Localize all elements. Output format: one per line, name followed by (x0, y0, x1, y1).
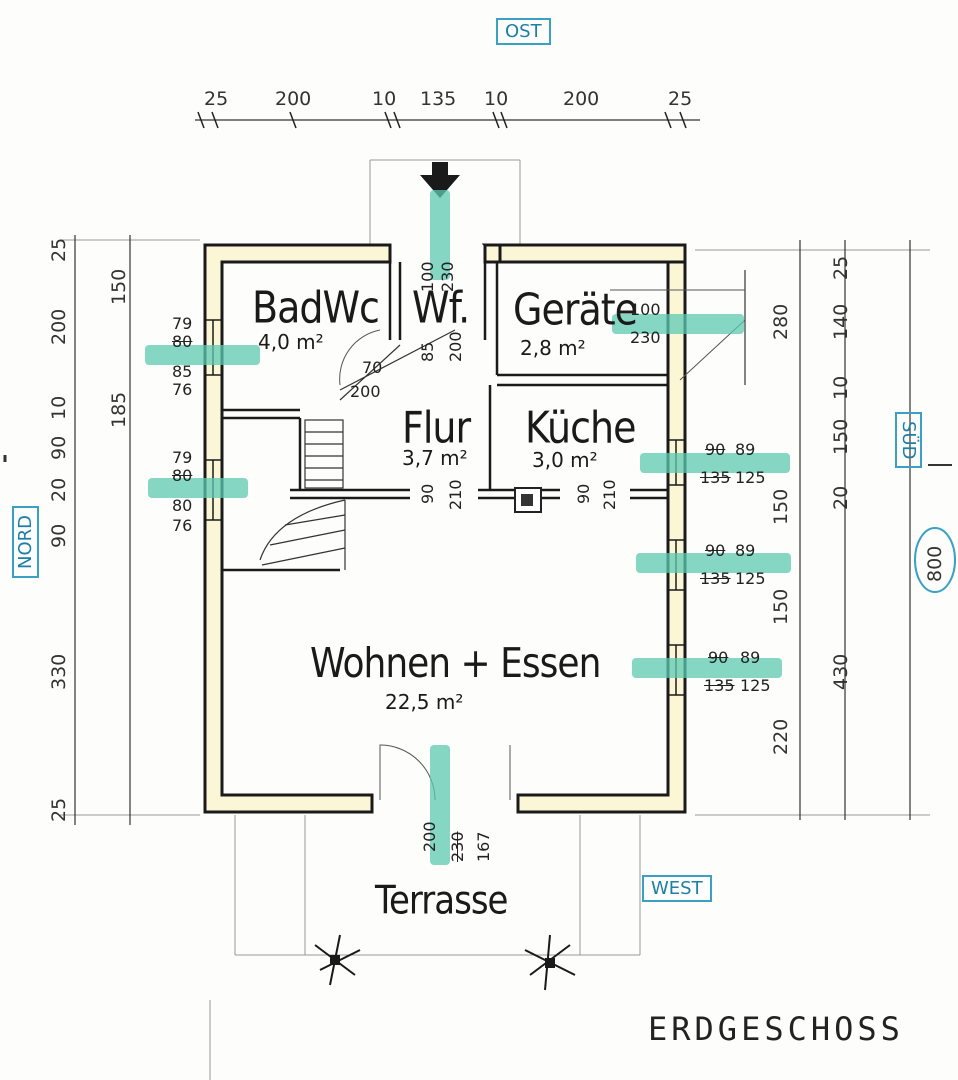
top-dim: 200 (275, 88, 312, 110)
right-outer-dim: 10 (830, 375, 852, 400)
room-kueche-name: Küche (525, 402, 636, 453)
kueche-door-val: 90 (574, 483, 593, 504)
wohn-win1-val: 135 (700, 569, 731, 588)
terrasse-name: Terrasse (375, 878, 508, 924)
kueche-win-val: 90 (705, 440, 726, 459)
south-label: SÜD (895, 412, 922, 469)
right-outer-dim: 150 (830, 418, 852, 455)
east-label: OST (496, 18, 551, 45)
room-flur-name: Flur (402, 402, 471, 453)
flur-door-val: 210 (446, 479, 465, 510)
wohn-win2-val: 135 (704, 676, 735, 695)
terrasse-door-val: 167 (474, 831, 493, 862)
right-outer-dim: 25 (830, 255, 852, 280)
room-kueche-area: 3,0 m² (532, 448, 598, 472)
bad-door-val: 200 (350, 382, 381, 401)
room-wohnen-name: Wohnen + Essen (310, 640, 601, 688)
bad-win-val: 76 (172, 380, 193, 399)
right-dim: 280 (770, 303, 792, 340)
bad-win-val: 80 (172, 332, 193, 351)
wohn-win2-val: 89 (740, 648, 761, 667)
kueche-win-val: 135 (700, 468, 731, 487)
top-dim: 135 (420, 88, 457, 110)
top-dim: 10 (372, 88, 397, 110)
left-dim: 90 (48, 435, 70, 460)
north-label: NORD (12, 506, 39, 578)
bad-win-val: 79 (172, 314, 193, 333)
kueche-win-val: 125 (735, 468, 766, 487)
left-dim: 10 (48, 395, 70, 420)
terrasse-door-val: 200 (420, 821, 439, 852)
right-dim: 150 (770, 488, 792, 525)
wf-door-val: 85 (418, 341, 437, 362)
room-wf-name: Wf. (412, 282, 470, 333)
left-inner-dim: 185 (108, 391, 130, 428)
bad-door-val: 70 (362, 358, 383, 377)
top-dim: 10 (484, 88, 509, 110)
left-win2-val: 80 (172, 496, 193, 515)
right-outer-dim: 20 (830, 485, 852, 510)
left-win2-val: 80 (172, 466, 193, 485)
room-geraete-area: 2,8 m² (520, 336, 586, 360)
flur-door-val: 90 (418, 483, 437, 504)
room-bad-area: 4,0 m² (258, 330, 324, 354)
left-inner-dim: 150 (108, 268, 130, 305)
top-dim: 25 (204, 88, 229, 110)
drawing-title: ERDGESCHOSS (648, 1010, 904, 1048)
wohn-win2-val: 125 (740, 676, 771, 695)
right-dim: 150 (770, 588, 792, 625)
wohn-win1-val: 125 (735, 569, 766, 588)
wohn-win2-val: 90 (708, 648, 729, 667)
terrasse-door-val: 230 (448, 831, 467, 862)
right-outer-dim: 430 (830, 653, 852, 690)
bad-win-val: 85 (172, 362, 193, 381)
left-dim: 25 (48, 237, 70, 262)
entry-width: 100 (418, 261, 437, 292)
left-dim: 200 (48, 308, 70, 345)
right-dim: 220 (770, 718, 792, 755)
top-dim: 200 (563, 88, 600, 110)
kueche-door-val: 210 (600, 479, 619, 510)
wohn-win1-val: 90 (705, 541, 726, 560)
wohn-win1-val: 89 (735, 541, 756, 560)
kueche-win-val: 89 (735, 440, 756, 459)
entry-height: 230 (438, 261, 457, 292)
room-geraete-name: Geräte (513, 284, 638, 335)
top-dim: 25 (668, 88, 693, 110)
room-flur-area: 3,7 m² (402, 446, 468, 470)
right-outer-dim: 140 (830, 303, 852, 340)
room-bad-name: BadWc (252, 282, 380, 333)
left-dim: 25 (48, 797, 70, 822)
west-label: WEST (642, 875, 712, 902)
left-dim: 330 (48, 653, 70, 690)
left-dim: 90 (48, 523, 70, 548)
left-dim: 20 (48, 477, 70, 502)
left-win2-val: 79 (172, 448, 193, 467)
geraete-win-height: 230 (630, 328, 661, 347)
wf-door-val: 200 (446, 331, 465, 362)
geraete-win-width: 100 (630, 300, 661, 319)
left-win2-val: 76 (172, 516, 193, 535)
overall-dim: 800 (924, 545, 946, 582)
room-wohnen-area: 22,5 m² (385, 690, 464, 714)
